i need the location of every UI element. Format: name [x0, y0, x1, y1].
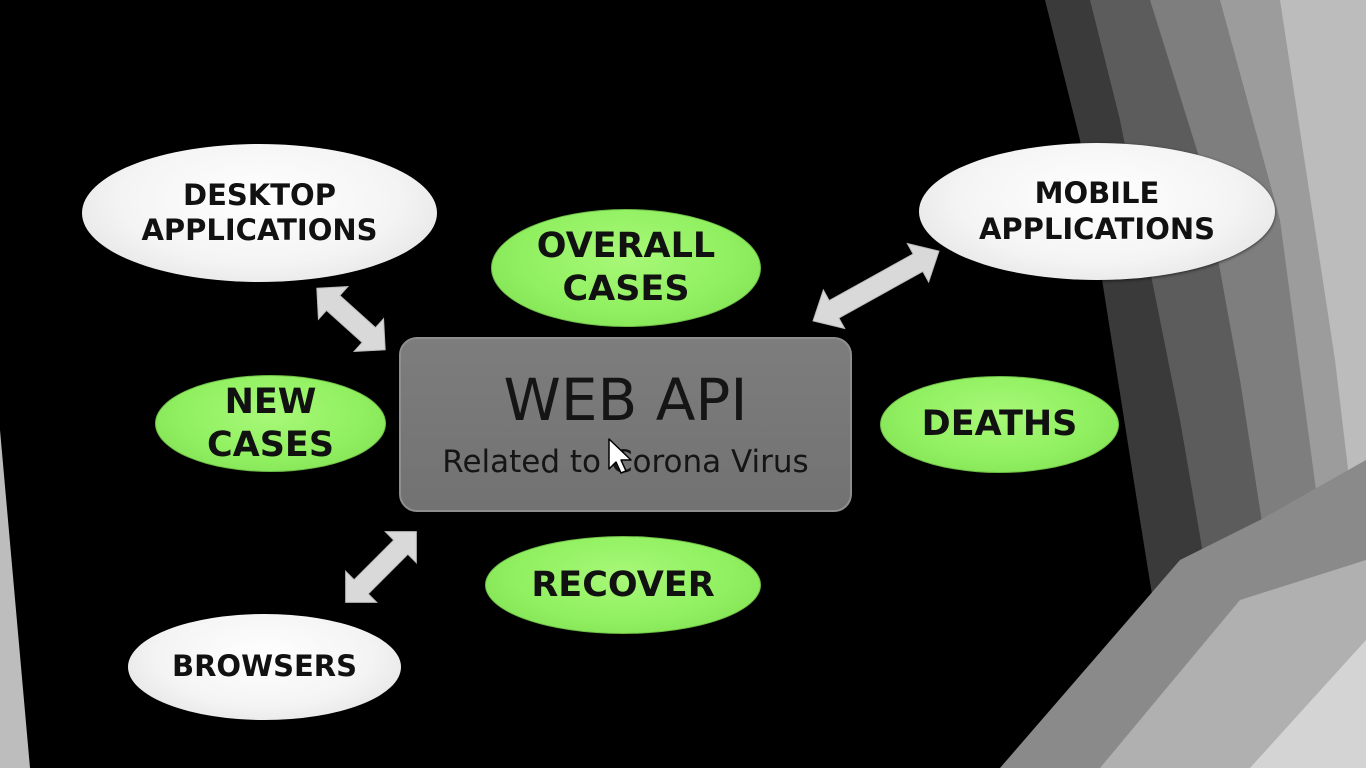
mobile-applications-label: MOBILE APPLICATIONS [978, 176, 1216, 246]
web-api-box: WEB API Related to Corona Virus [399, 337, 852, 512]
mouse-cursor-icon [608, 438, 632, 474]
web-api-subtitle: Related to Corona Virus [442, 444, 809, 480]
recover-oval: RECOVER [485, 536, 761, 634]
new-cases-oval: NEW CASES [155, 375, 386, 472]
desktop-applications-oval: DESKTOP APPLICATIONS [82, 144, 437, 282]
overall-cases-oval: OVERALL CASES [491, 209, 761, 327]
deaths-oval: DEATHS [880, 376, 1119, 473]
web-api-title: WEB API [503, 366, 748, 434]
browsers-oval: BROWSERS [128, 614, 401, 720]
browsers-label: BROWSERS [172, 649, 357, 684]
deaths-label: DEATHS [921, 404, 1078, 445]
mobile-applications-oval: MOBILE APPLICATIONS [919, 143, 1275, 280]
new-cases-label: NEW CASES [206, 381, 335, 465]
desktop-applications-label: DESKTOP APPLICATIONS [141, 177, 378, 247]
recover-label: RECOVER [531, 564, 715, 605]
overall-cases-label: OVERALL CASES [536, 226, 716, 309]
